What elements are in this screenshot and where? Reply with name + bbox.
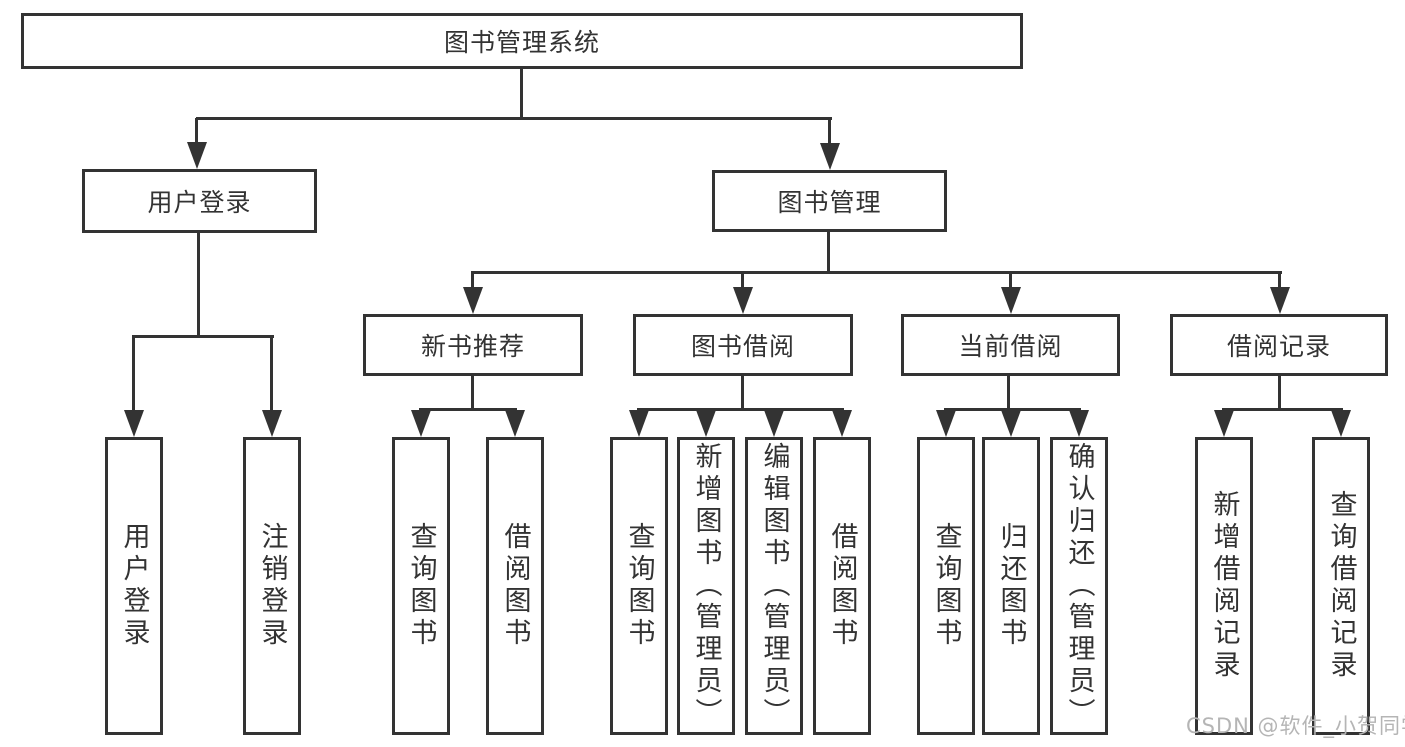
leaf-edit-book-label: 编辑图书（管理员） <box>758 442 790 730</box>
arrow-down-icon <box>696 409 716 437</box>
connector-vline <box>1007 376 1010 410</box>
leaf-rec-query-book: 查询图书 <box>392 437 450 735</box>
leaf-current-query-book: 查询图书 <box>917 437 975 735</box>
leaf-add-record-label: 新增借阅记录 <box>1208 490 1240 682</box>
connector-hline <box>1222 408 1343 411</box>
leaf-add-record: 新增借阅记录 <box>1195 437 1253 735</box>
connector-hline <box>637 408 844 411</box>
csdn-watermark: CSDN @软件_小贺同学 <box>1186 714 1405 738</box>
arrow-down-icon <box>832 409 852 437</box>
arrow-down-icon <box>124 337 144 437</box>
arrow-down-icon <box>764 409 784 437</box>
node-user-login: 用户登录 <box>82 169 317 233</box>
arrow-down-icon <box>463 272 483 314</box>
leaf-borrow-borrow-book: 借阅图书 <box>813 437 871 735</box>
leaf-current-query-book-label: 查询图书 <box>930 522 962 650</box>
connector-hline <box>471 271 1282 274</box>
connector-hline <box>944 408 1081 411</box>
connector-vline <box>1278 376 1281 410</box>
node-new-book-rec: 新书推荐 <box>363 314 583 376</box>
leaf-add-book-label: 新增图书（管理员） <box>690 442 722 730</box>
node-book-borrow: 图书借阅 <box>633 314 853 376</box>
leaf-borrow-query-book-label: 查询图书 <box>623 522 655 650</box>
leaf-logout: 注销登录 <box>243 437 301 735</box>
connector-vline <box>741 376 744 410</box>
leaf-query-record: 查询借阅记录 <box>1312 437 1370 735</box>
leaf-rec-borrow-book: 借阅图书 <box>486 437 544 735</box>
arrow-down-icon <box>1001 409 1021 437</box>
node-book-borrow-label: 图书借阅 <box>690 332 795 361</box>
arrow-down-icon <box>733 272 753 314</box>
node-borrow-record: 借阅记录 <box>1170 314 1388 376</box>
arrow-down-icon <box>1270 272 1290 314</box>
leaf-rec-query-book-label: 查询图书 <box>405 522 437 650</box>
leaf-rec-borrow-book-label: 借阅图书 <box>499 522 531 650</box>
leaf-confirm-return-label: 确认归还（管理员） <box>1063 442 1095 730</box>
connector-vline <box>471 376 474 410</box>
leaf-borrow-query-book: 查询图书 <box>610 437 668 735</box>
connector-vline <box>827 232 830 273</box>
leaf-return-book-label: 归还图书 <box>995 522 1027 650</box>
connector-hline <box>196 117 832 120</box>
node-current-borrow: 当前借阅 <box>901 314 1120 376</box>
leaf-borrow-borrow-book-label: 借阅图书 <box>826 522 858 650</box>
node-book-mgmt-label: 图书管理 <box>777 188 882 217</box>
node-current-borrow-label: 当前借阅 <box>958 332 1063 361</box>
node-borrow-record-label: 借阅记录 <box>1226 332 1331 361</box>
connector-hline <box>419 408 517 411</box>
arrow-down-icon <box>1069 409 1089 437</box>
node-root: 图书管理系统 <box>21 13 1023 69</box>
connector-vline <box>520 69 523 119</box>
arrow-down-icon <box>1001 272 1021 314</box>
arrow-down-icon <box>1214 409 1234 437</box>
node-root-label: 图书管理系统 <box>443 28 600 57</box>
arrow-down-icon <box>262 337 282 437</box>
leaf-logout-label: 注销登录 <box>256 522 288 650</box>
leaf-return-book: 归还图书 <box>982 437 1040 735</box>
node-book-mgmt: 图书管理 <box>712 170 947 232</box>
leaf-confirm-return: 确认归还（管理员） <box>1050 437 1108 735</box>
arrow-down-icon <box>411 409 431 437</box>
connector-hline <box>132 335 274 338</box>
arrow-down-icon <box>187 118 207 169</box>
leaf-query-record-label: 查询借阅记录 <box>1325 490 1357 682</box>
arrow-down-icon <box>1331 409 1351 437</box>
leaf-user-login-label: 用户登录 <box>118 522 150 650</box>
leaf-add-book: 新增图书（管理员） <box>677 437 735 735</box>
arrow-down-icon <box>505 409 525 437</box>
connector-vline <box>197 233 200 337</box>
node-new-book-rec-label: 新书推荐 <box>420 332 525 361</box>
node-user-login-label: 用户登录 <box>147 188 252 217</box>
arrow-down-icon <box>936 409 956 437</box>
arrow-down-icon <box>629 409 649 437</box>
leaf-edit-book: 编辑图书（管理员） <box>745 437 803 735</box>
leaf-user-login: 用户登录 <box>105 437 163 735</box>
arrow-down-icon <box>820 118 840 170</box>
